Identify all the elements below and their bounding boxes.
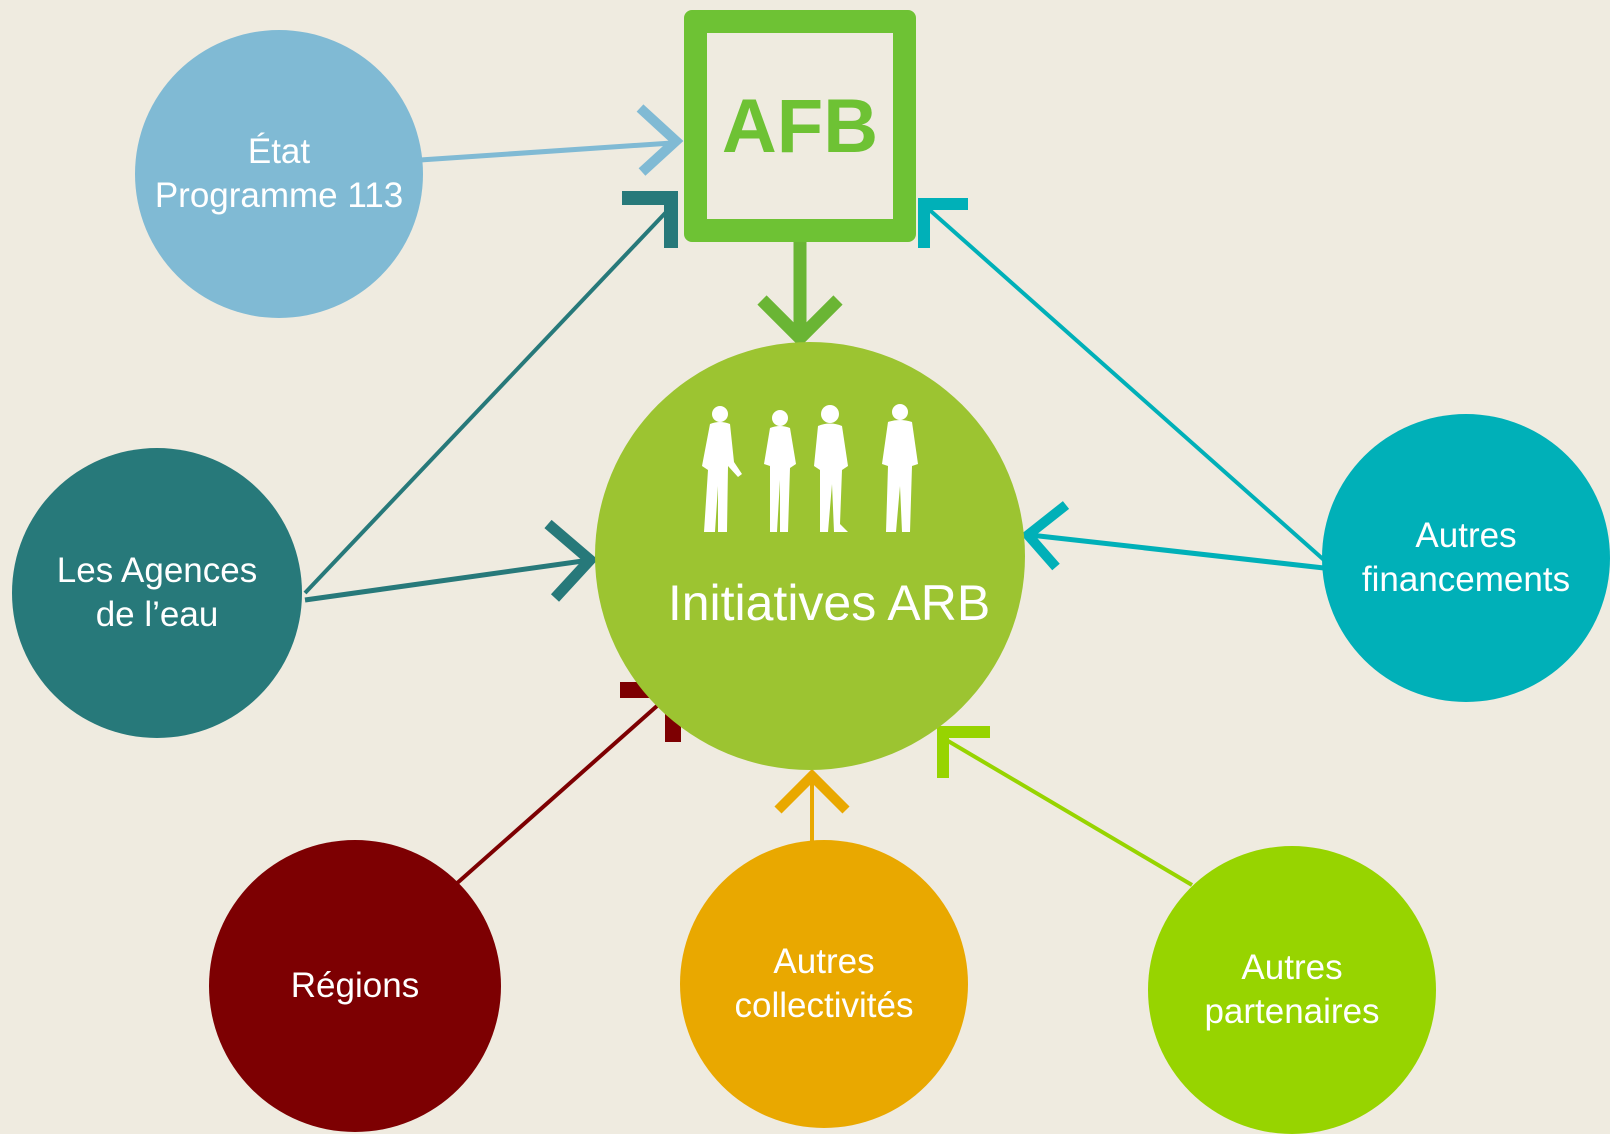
afb-box: AFB — [684, 10, 916, 242]
node-agences-line-2: de l’eau — [95, 595, 219, 634]
node-agences-eau: Les Agences de l’eau — [12, 448, 302, 738]
node-agences-line-1: Les Agences — [56, 551, 258, 591]
node-regions-line-1: Régions — [290, 966, 420, 1006]
node-collectivites-line-2: collectivités — [734, 986, 914, 1025]
node-partenaires-line-2: partenaires — [1204, 992, 1380, 1031]
node-collectivites-line-1: Autres — [773, 942, 875, 982]
connector-regions-to-center — [453, 682, 681, 887]
connector-collectivites-to-center — [774, 768, 850, 844]
node-etat: État Programme 113 — [135, 30, 423, 318]
node-autres-financements: Autres financements — [1322, 414, 1610, 702]
connector-agences-to-center — [304, 519, 598, 603]
node-partenaires-line-1: Autres — [1241, 948, 1343, 988]
node-regions: Régions — [209, 840, 501, 1132]
connector-financements-to-center — [1020, 501, 1325, 571]
node-etat-line-2: Programme 113 — [154, 176, 404, 215]
connector-agences-to-afb — [303, 191, 678, 595]
connector-afb-to-center — [757, 242, 843, 348]
people-silhouettes-icon — [702, 404, 918, 532]
connector-financements-to-afb — [918, 198, 1326, 562]
connector-etat-to-afb — [419, 104, 684, 176]
node-autres-partenaires: Autres partenaires — [1148, 846, 1436, 1134]
node-financements-line-1: Autres — [1415, 516, 1517, 556]
node-financements-line-2: financements — [1361, 560, 1571, 599]
connector-partenaires-to-center — [937, 726, 1194, 887]
initiatives-arb-circle: Initiatives ARB — [595, 342, 1025, 770]
node-autres-collectivites: Autres collectivités — [680, 840, 968, 1128]
node-etat-line-1: État — [247, 132, 311, 172]
center-label: Initiatives ARB — [667, 575, 991, 631]
afb-label: AFB — [721, 83, 879, 169]
